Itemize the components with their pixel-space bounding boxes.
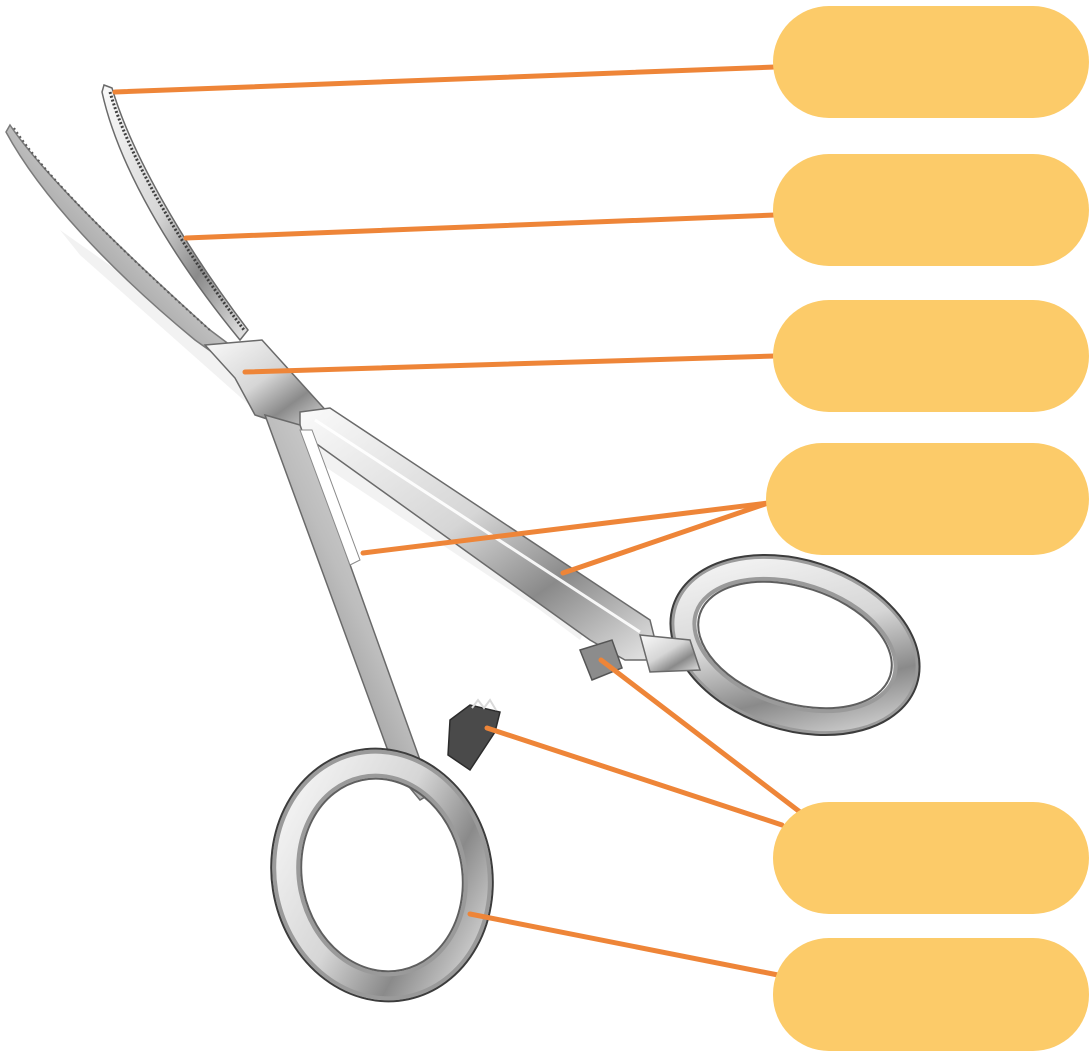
leader-line-5a xyxy=(487,728,782,825)
label-box-3[interactable] xyxy=(773,300,1089,412)
left-finger-ring xyxy=(248,728,516,1022)
label-box-6[interactable] xyxy=(773,938,1089,1051)
label-boxes xyxy=(766,6,1089,1051)
leader-line-1 xyxy=(115,67,775,92)
label-box-5[interactable] xyxy=(773,802,1089,914)
leader-line-2 xyxy=(186,215,775,238)
left-jaw-serration xyxy=(14,128,212,332)
label-box-2[interactable] xyxy=(773,154,1089,266)
lower-ratchet xyxy=(448,705,500,770)
leader-line-3 xyxy=(245,356,775,372)
label-box-1[interactable] xyxy=(773,6,1089,118)
label-box-4[interactable] xyxy=(766,443,1089,555)
leader-line-6 xyxy=(470,914,778,975)
